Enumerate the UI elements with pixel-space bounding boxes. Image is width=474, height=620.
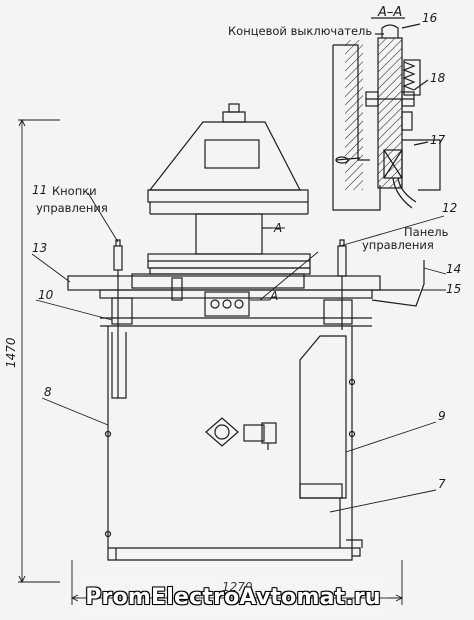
turntable [131,253,311,301]
control-panel-label-2: управления [362,238,434,252]
dimension-height: 1470 [4,337,18,368]
watermark: PromElectroAvtomat.ru [78,577,388,617]
leader-lines [31,192,447,513]
callout-14: 14 [446,262,462,276]
callout-17: 17 [430,133,446,147]
callout-7: 7 [438,477,446,491]
callout-13: 13 [32,241,48,255]
limit-switch-label: Концевой выключатель [228,24,373,38]
callout-8: 8 [44,385,52,399]
head-dome [147,103,309,255]
section-marker-bottom: А [270,289,279,303]
control-buttons-label-2: управления [36,201,108,215]
dimension-lines [18,118,404,605]
control-box [299,335,363,548]
callout-9: 9 [438,409,446,423]
section-marker-top: А [274,221,283,235]
callout-18: 18 [430,71,446,85]
callout-10: 10 [38,288,54,302]
section-title: А–А [378,5,403,20]
cabinet-body [104,326,361,561]
dimension-width: 1270 [222,580,253,594]
emblem [205,417,277,450]
control-buttons-label-1: Кнопки [52,184,97,198]
left-control-column [111,239,133,399]
callout-11: 11 [32,183,48,197]
control-panel-label-1: Панель [404,225,449,239]
callout-15: 15 [446,282,462,296]
callout-16: 16 [422,11,438,25]
frame-top [67,275,381,327]
right-column [323,239,425,330]
section-view-aa [332,17,441,211]
callout-12: 12 [442,201,458,215]
